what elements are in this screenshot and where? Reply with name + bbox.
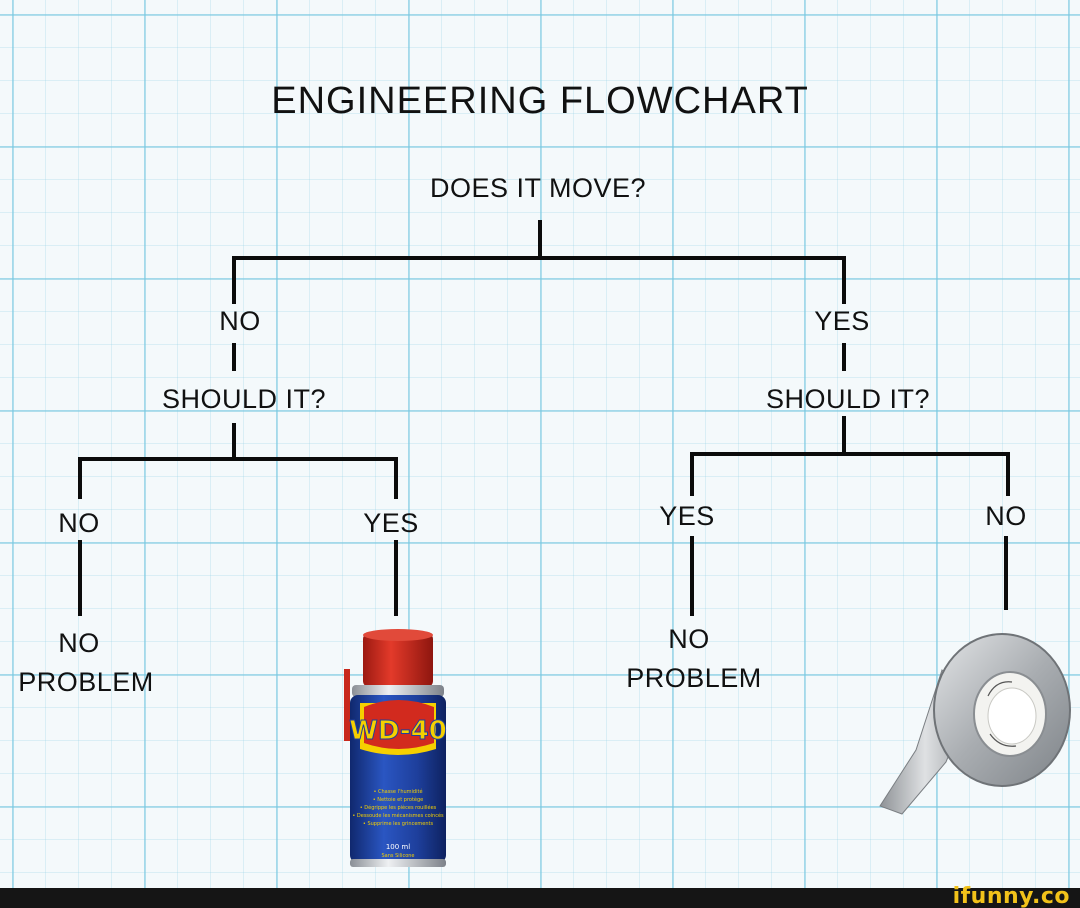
right-outcome-line2: PROBLEM xyxy=(626,663,762,693)
connector-right-bar-left xyxy=(690,452,694,496)
left-right-answer-yes: YES xyxy=(363,508,419,538)
connector-right-no-to-tape xyxy=(1004,536,1008,610)
svg-text:• Nettoie et protège: • Nettoie et protège xyxy=(373,796,423,803)
connector-right-question-stem xyxy=(842,416,846,456)
wd40-spray-can-icon: WD-40 • Chasse l'humidité • Nettoie et p… xyxy=(344,629,447,867)
svg-text:• Supprime les grincements: • Supprime les grincements xyxy=(363,821,434,827)
right-outcome-line1: NO xyxy=(668,624,710,654)
left-question: SHOULD IT? xyxy=(161,384,327,414)
connector-right-yes-to-outcome xyxy=(690,536,694,616)
connector-right-bar-right xyxy=(1006,452,1010,496)
connector-root-bar xyxy=(232,256,846,260)
root-question: DOES IT MOVE? xyxy=(429,173,647,203)
connector-left-question-stem xyxy=(232,423,236,461)
svg-text:• Chasse l'humidité: • Chasse l'humidité xyxy=(373,788,422,795)
svg-text:• Dessoude les mécanismes coin: • Dessoude les mécanismes coincés xyxy=(352,812,444,819)
connector-root-right xyxy=(842,256,846,304)
connector-left-bar-left xyxy=(78,457,82,499)
svg-text:Sans Silicone: Sans Silicone xyxy=(382,853,415,859)
connector-root-stem xyxy=(538,220,542,260)
left-outcome-line2: PROBLEM xyxy=(18,667,154,697)
duct-tape-icon xyxy=(879,633,1071,815)
svg-text:WD-40: WD-40 xyxy=(349,716,447,746)
right-right-answer-no: NO xyxy=(985,501,1027,531)
flowchart-title: ENGINEERING FLOWCHART xyxy=(271,80,809,122)
right-question: SHOULD IT? xyxy=(765,384,931,414)
connector-left-no-to-outcome xyxy=(78,540,82,616)
connector-root-left xyxy=(232,256,236,304)
connector-left-no-to-question xyxy=(232,343,236,371)
connector-left-yes-to-can xyxy=(394,540,398,616)
svg-text:• Dégrippe les pièces rouillée: • Dégrippe les pièces rouillées xyxy=(360,804,437,811)
connector-left-bar-right xyxy=(394,457,398,499)
connector-left-bar xyxy=(78,457,398,461)
right-left-answer-yes: YES xyxy=(659,501,715,531)
connector-right-yes-to-question xyxy=(842,343,846,371)
left-left-answer-no: NO xyxy=(58,508,100,538)
left-outcome-line1: NO xyxy=(58,628,100,658)
left-answer-no: NO xyxy=(219,306,261,336)
svg-text:100 ml: 100 ml xyxy=(386,843,410,851)
footer-bar: ifunny.co xyxy=(0,884,1080,908)
connector-right-bar xyxy=(690,452,1010,456)
ifunny-watermark: ifunny.co xyxy=(952,884,1070,908)
right-answer-yes: YES xyxy=(814,306,870,336)
